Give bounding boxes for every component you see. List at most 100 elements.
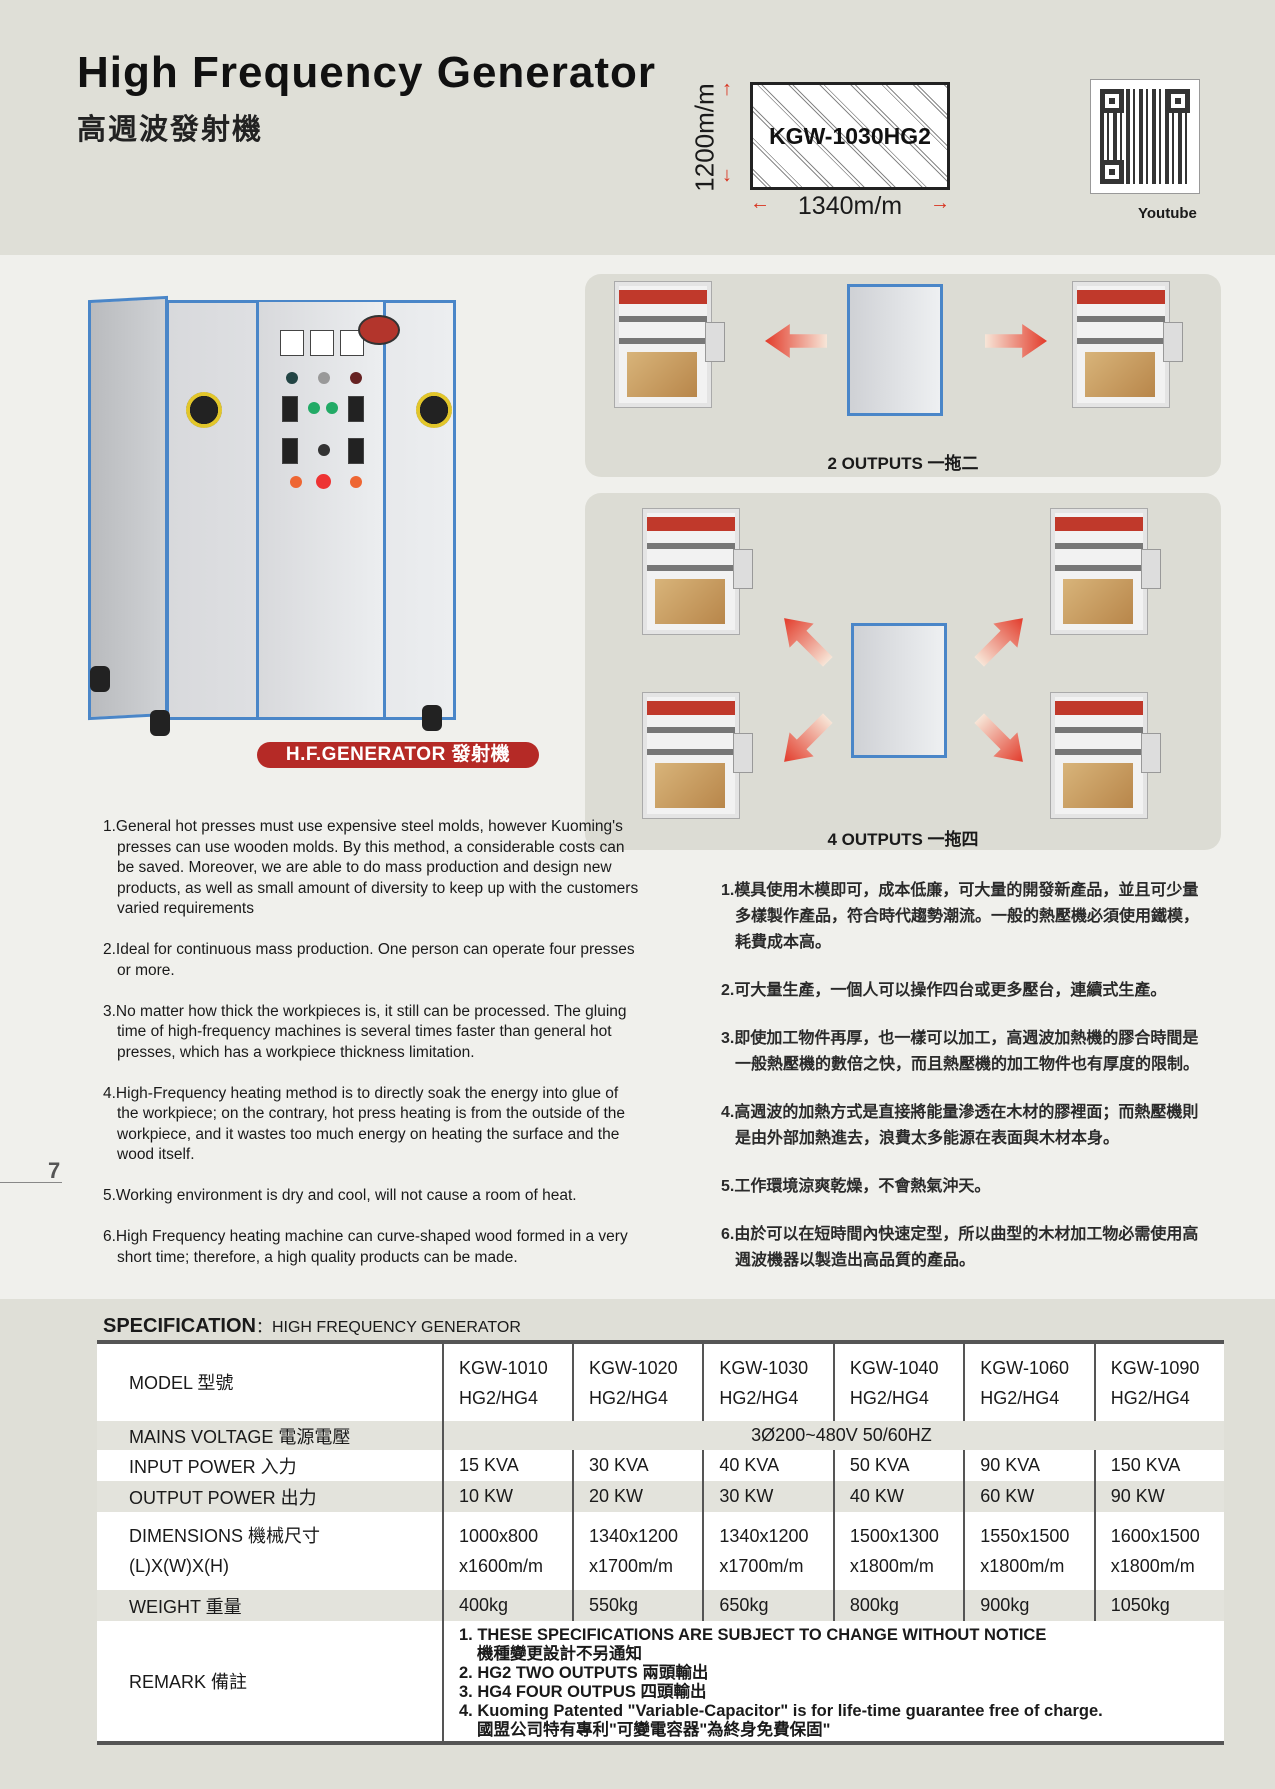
page-subtitle: 高週波發射機 — [77, 114, 264, 146]
four-outputs-panel: 4 OUTPUTS 一拖四 — [585, 493, 1221, 850]
spec-title-main: SPECIFICATION — [103, 1315, 256, 1337]
cell: 90 KVA — [963, 1450, 1095, 1481]
remark-line: 2. HG2 TWO OUTPUTS 兩頭輸出 — [459, 1664, 709, 1682]
feature-en: 6.High Frequency heating machine can cur… — [103, 1228, 628, 1266]
dim: 1550x1500 — [980, 1526, 1070, 1546]
cell: 20 KW — [571, 1481, 704, 1512]
dim-label: DIMENSIONS 機械尺寸 — [129, 1526, 321, 1546]
row-label: OUTPUT POWER 出力 — [97, 1481, 443, 1512]
page-number: 7 — [48, 1158, 61, 1183]
divider — [0, 1182, 62, 1183]
knob-icon — [416, 392, 452, 428]
arrow-up-icon: ↑ — [722, 78, 732, 100]
feature-zh: 2.可大量生產，一個人可以操作四台或更多壓台，連續式生產。 — [721, 982, 1167, 999]
cell: 10 KW — [442, 1481, 573, 1512]
dim: x1600m/m — [459, 1556, 544, 1576]
dim-label-sub: (L)X(W)X(H) — [129, 1556, 229, 1576]
cell: 50 KVA — [832, 1450, 965, 1481]
cell: 400kg — [442, 1590, 573, 1621]
mains-value: 3Ø200~480V 50/60HZ — [442, 1421, 1224, 1450]
dim: 1340x1200 — [588, 1526, 679, 1546]
cell: 90 KW — [1093, 1481, 1224, 1512]
dim: x1700m/m — [588, 1556, 674, 1576]
cell: 1600x1500 x1800m/m — [1093, 1512, 1224, 1590]
table-row: REMARK 備註 1. THESE SPECIFICATIONS ARE SU… — [97, 1621, 1224, 1743]
cell: 1050kg — [1093, 1590, 1224, 1621]
dimension-height: ↑ 1200m/m ↓ — [680, 78, 740, 192]
arrow-left-icon: ← — [750, 192, 770, 214]
cell: 40 KVA — [702, 1450, 834, 1481]
width-label: 1340m/m — [797, 192, 903, 220]
cell: 30 KW — [702, 1481, 834, 1512]
cell: 40 KW — [832, 1481, 965, 1512]
feature-zh: 5.工作環境涼爽乾燥，不會熱氣沖天。 — [721, 1178, 991, 1195]
feature-en: 5.Working environment is dry and cool, w… — [103, 1187, 577, 1204]
arrow-down-icon: ↓ — [722, 164, 732, 186]
model-type: HG2/HG4 — [849, 1387, 929, 1408]
spec-title: SPECIFICATION：HIGH FREQUENCY GENERATOR — [103, 1313, 521, 1338]
dim: x1800m/m — [1110, 1556, 1195, 1576]
press-image — [635, 509, 753, 634]
table-row: DIMENSIONS 機械尺寸 (L)X(W)X(H) 1000x800 x1600… — [97, 1512, 1224, 1590]
qr-code[interactable] — [1090, 79, 1200, 194]
dim: x1800m/m — [980, 1556, 1065, 1576]
cell: 15 KVA — [442, 1450, 573, 1481]
dim: 1000x800 — [459, 1526, 539, 1546]
cell: 800kg — [832, 1590, 965, 1621]
feature-en: 2.Ideal for continuous mass production. … — [103, 941, 635, 979]
features-english: 1.General hot presses must use expensive… — [103, 817, 643, 1289]
arrow-right-icon — [985, 324, 1047, 358]
feature-zh: 3.即使加工物件再厚，也一樣可以加工，高週波加熱機的膠合時間是一般熱壓機的數倍之… — [721, 1030, 1200, 1073]
knob-icon — [186, 392, 222, 428]
diagram-model: KGW-1030HG2 — [769, 123, 931, 149]
feature-zh: 6.由於可以在短時間內快速定型，所以曲型的木材加工物必需使用高週波機器以製造出高… — [721, 1226, 1199, 1269]
spec-title-sub: ：HIGH FREQUENCY GENERATOR — [255, 1319, 521, 1336]
arrow-upleft-icon — [772, 606, 840, 674]
arrow-downright-icon — [967, 706, 1035, 774]
feature-en: 3.No matter how thick the workpieces is,… — [103, 1002, 627, 1061]
remark-line: 3. HG4 FOUR OUTPUS 四頭輸出 — [459, 1683, 707, 1701]
row-label: DIMENSIONS 機械尺寸 (L)X(W)X(H) — [97, 1512, 443, 1590]
press-image — [635, 693, 753, 818]
press-image — [1065, 282, 1183, 407]
remark-line: 國盟公司特有專利"可變電容器"為終身免費保固" — [477, 1721, 831, 1739]
cell: 150 KVA — [1093, 1450, 1224, 1481]
model-type: HG2/HG4 — [980, 1387, 1060, 1408]
model-name: KGW-1090 — [1110, 1357, 1200, 1378]
generator-mini-image — [851, 623, 947, 758]
press-image — [1043, 693, 1161, 818]
model-name: KGW-1040 — [849, 1357, 939, 1378]
table-row: MAINS VOLTAGE 電源電壓 3Ø200~480V 50/60HZ — [97, 1421, 1224, 1450]
qr-pattern — [1100, 89, 1190, 184]
press-image — [607, 282, 725, 407]
dim: x1800m/m — [849, 1556, 934, 1576]
page-title: High Frequency Generator — [77, 48, 657, 97]
remark-line: 1. THESE SPECIFICATIONS ARE SUBJECT TO C… — [459, 1626, 1047, 1644]
model-name: KGW-1030 — [719, 1357, 809, 1378]
four-outputs-label: 4 OUTPUTS 一拖四 — [827, 830, 979, 849]
arrow-downleft-icon — [772, 706, 840, 774]
feature-zh: 1.模具使用木模即可，成本低廉，可大量的開發新產品，並且可少量多樣製作產品，符合… — [721, 882, 1200, 951]
model-type: HG2/HG4 — [459, 1387, 539, 1408]
cell: 650kg — [702, 1590, 834, 1621]
press-image — [1043, 509, 1161, 634]
cell: 30 KVA — [571, 1450, 704, 1481]
features-chinese: 1.模具使用木模即可，成本低廉，可大量的開發新產品，並且可少量多樣製作產品，符合… — [721, 878, 1201, 1296]
cell: 1340x1200 x1700m/m — [571, 1512, 704, 1590]
row-label: REMARK 備註 — [97, 1621, 443, 1743]
dim: 1600x1500 — [1110, 1526, 1200, 1546]
dim: 1340x1200 — [719, 1526, 809, 1546]
model-type: HG2/HG4 — [588, 1387, 668, 1408]
generator-mini-image — [847, 284, 943, 416]
cell: 1000x800 x1600m/m — [442, 1512, 573, 1590]
dimension-width: ← 1340m/m → — [750, 192, 950, 224]
row-label: INPUT POWER 入力 — [97, 1450, 443, 1481]
